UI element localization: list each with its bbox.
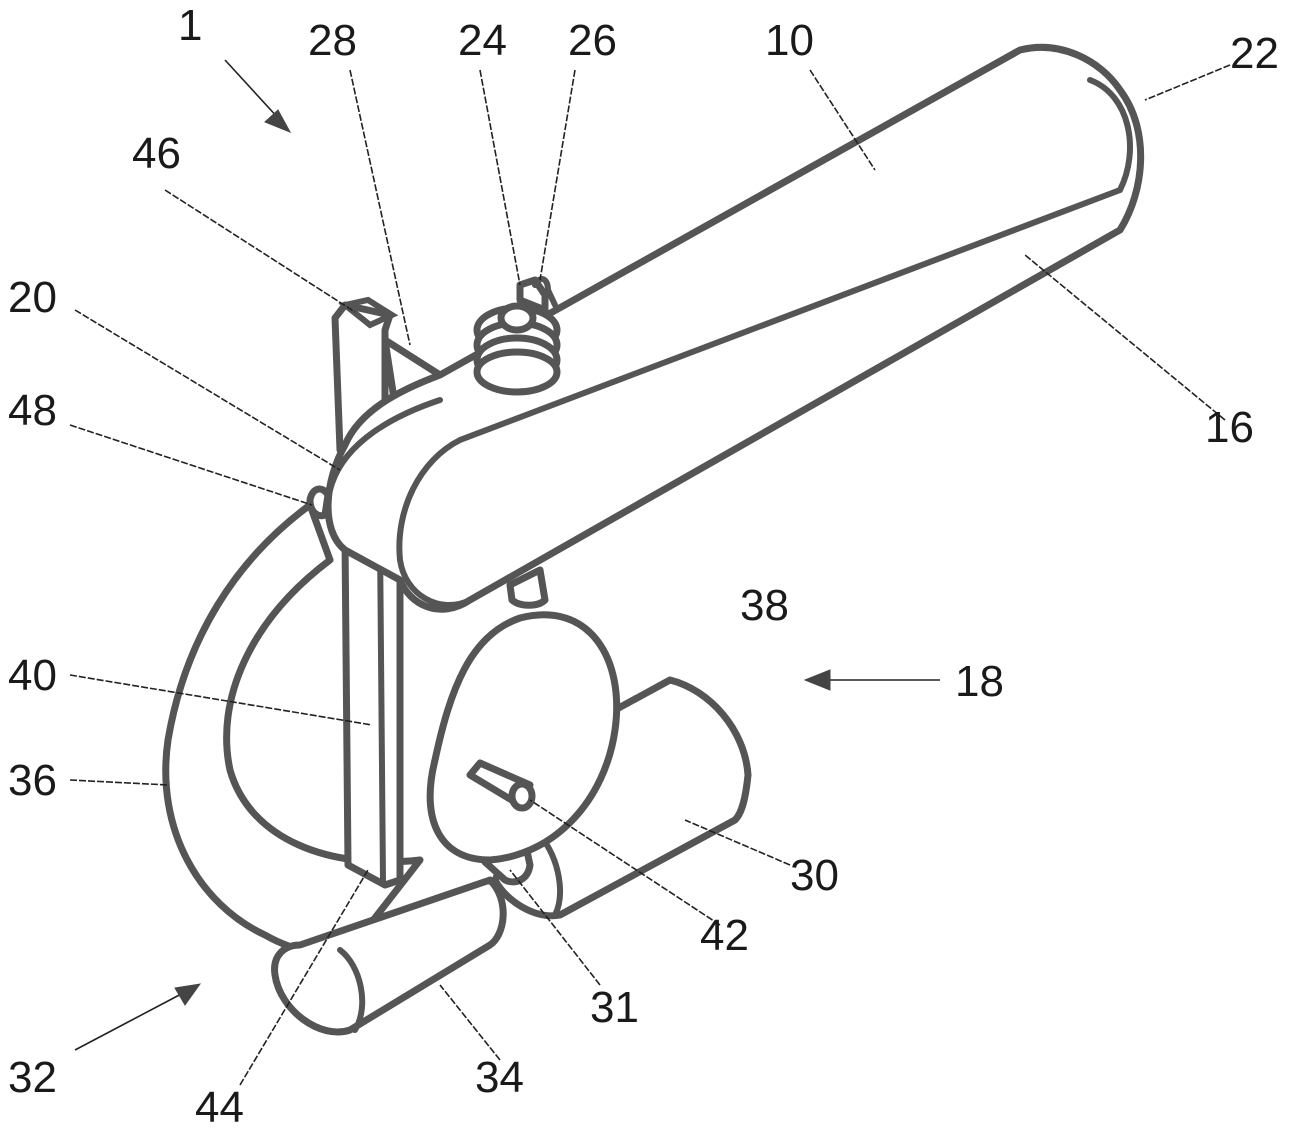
ref-40: 40 (8, 651, 57, 700)
ref-18: 18 (955, 657, 1004, 706)
ref-10: 10 (765, 16, 814, 65)
ref-38: 38 (740, 581, 789, 630)
ref-30: 30 (790, 851, 839, 900)
arm (328, 47, 1141, 609)
ref-22: 22 (1230, 29, 1279, 78)
spring (477, 280, 557, 392)
ref-16: 16 (1205, 403, 1254, 452)
ref-20: 20 (8, 273, 57, 322)
arrow-32 (75, 984, 200, 1050)
notch (310, 489, 328, 516)
pin-end (512, 784, 532, 808)
ref-48: 48 (8, 386, 57, 435)
ref-31: 31 (590, 983, 639, 1032)
arrow-18 (805, 670, 940, 690)
ref-46: 46 (132, 129, 181, 178)
rod (345, 530, 400, 885)
arrow-1 (225, 60, 290, 132)
ref-28: 28 (308, 16, 357, 65)
ref-36: 36 (8, 756, 57, 805)
ref-1: 1 (178, 1, 202, 50)
rod-edge (380, 540, 383, 882)
ref-32: 32 (8, 1053, 57, 1102)
ref-26: 26 (568, 16, 617, 65)
ref-42: 42 (700, 911, 749, 960)
ref-44: 44 (195, 1083, 244, 1131)
ref-34: 34 (475, 1053, 524, 1102)
ref-24: 24 (458, 16, 507, 65)
